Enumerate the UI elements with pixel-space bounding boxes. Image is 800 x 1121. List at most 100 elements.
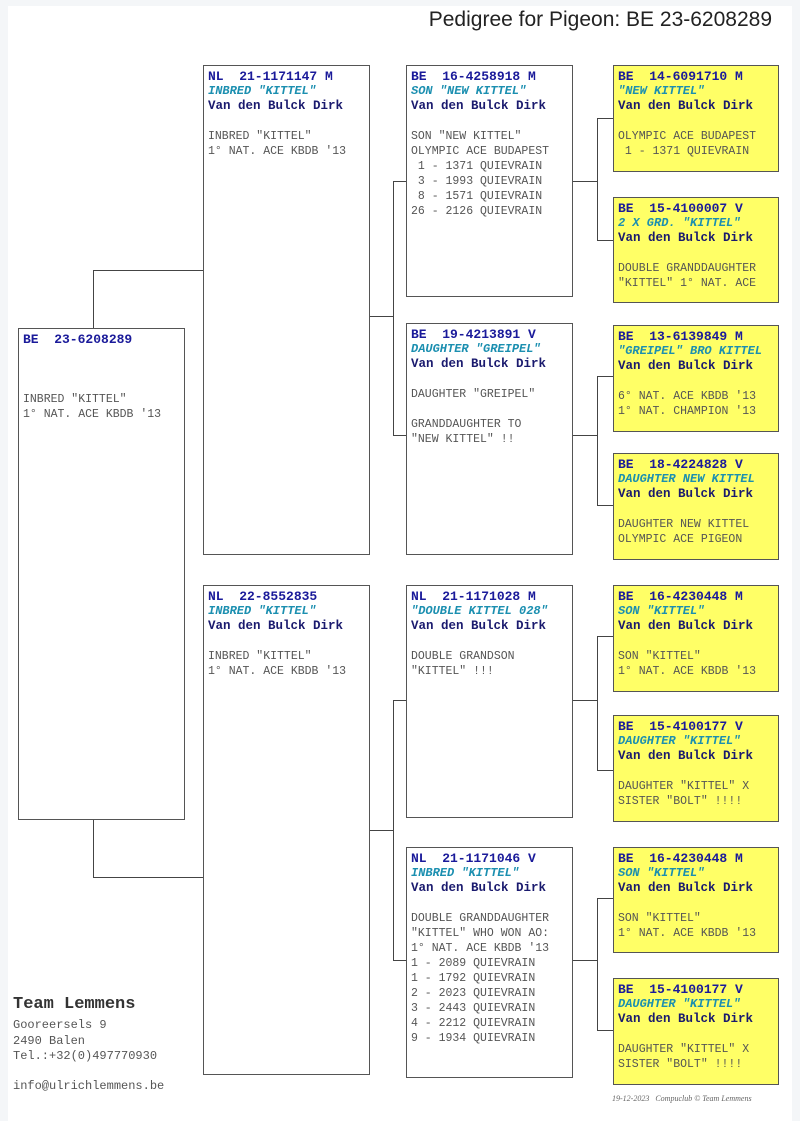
breeder-name: Van den Bulck Dirk — [411, 881, 547, 895]
ring-number: NL 21-1171147 M — [208, 69, 333, 84]
note-line: SISTER "BOLT" !!!! — [618, 1058, 743, 1071]
connector-line — [573, 960, 597, 961]
owner-phone: Tel.:+32(0)497770930 — [13, 1049, 158, 1063]
pigeon-name: SON "KITTEL" — [618, 866, 705, 880]
breeder-name: Van den Bulck Dirk — [411, 99, 547, 113]
owner-email: info@ulrichlemmens.be — [13, 1079, 165, 1093]
ring-number: BE 15-4100177 V — [618, 719, 743, 734]
connector-line — [597, 770, 613, 771]
connector-line — [393, 181, 406, 182]
note-line: 1° NAT. CHAMPION '13 — [618, 405, 757, 418]
breeder-name: Van den Bulck Dirk — [618, 487, 754, 501]
breeder-name: Van den Bulck Dirk — [411, 357, 547, 371]
note-line: 8 - 1571 QUIEVRAIN — [411, 190, 543, 203]
note-line: SON "KITTEL" — [618, 650, 701, 663]
note-line: 26 - 2126 QUIEVRAIN — [411, 205, 543, 218]
note-line: 3 - 1993 QUIEVRAIN — [411, 175, 543, 188]
pigeon-name: INBRED "KITTEL" — [411, 866, 520, 880]
note-line: INBRED "KITTEL" — [208, 130, 312, 143]
note-line: OLYMPIC ACE BUDAPEST — [618, 130, 757, 143]
connector-line — [393, 181, 394, 436]
note-line: GRANDDAUGHTER TO — [411, 418, 522, 431]
note-line: 1 - 1371 QUIEVRAIN — [411, 160, 543, 173]
breeder-name: Van den Bulck Dirk — [411, 619, 547, 633]
connector-line — [597, 898, 598, 1031]
note-line: OLYMPIC ACE PIGEON — [618, 533, 743, 546]
pigeon-name: "GREIPEL" BRO KITTEL — [618, 344, 763, 358]
note-line: 9 - 1934 QUIEVRAIN — [411, 1032, 536, 1045]
pigeon-notes: INBRED "KITTEL"1° NAT. ACE KBDB '13 — [208, 129, 365, 159]
pigeon-notes: SON "NEW KITTEL"OLYMPIC ACE BUDAPEST 1 -… — [411, 129, 568, 219]
connector-line — [573, 181, 597, 182]
note-line: SON "KITTEL" — [618, 912, 701, 925]
ring-number: BE 16-4230448 M — [618, 589, 743, 604]
connector-line — [370, 830, 393, 831]
breeder-name: Van den Bulck Dirk — [618, 881, 754, 895]
note-line: DAUGHTER "GREIPEL" — [411, 388, 536, 401]
note-line — [23, 377, 180, 392]
connector-line — [370, 316, 393, 317]
note-line: 1 - 1371 QUIEVRAIN — [618, 145, 750, 158]
note-line: 1° NAT. ACE KBDB '13 — [208, 665, 347, 678]
pigeon-name: DAUGHTER "GREIPEL" — [411, 342, 541, 356]
note-line: DOUBLE GRANDDAUGHTER — [618, 262, 757, 275]
breeder-name: Van den Bulck Dirk — [618, 359, 754, 373]
credit: Compuclub © Team Lemmens — [655, 1094, 752, 1103]
connector-line — [597, 118, 598, 241]
breeder-name: Van den Bulck Dirk — [618, 99, 754, 113]
connector-line — [93, 270, 203, 271]
note-line: INBRED "KITTEL" — [23, 393, 127, 406]
ring-number: BE 19-4213891 V — [411, 327, 536, 342]
pigeon-name: 2 X GRD. "KITTEL" — [618, 216, 741, 230]
grandparent-card[interactable]: NL 21-1171028 M"DOUBLE KITTEL 028"Van de… — [406, 585, 573, 818]
note-line: 4 - 2212 QUIEVRAIN — [411, 1017, 536, 1030]
pigeon-notes: INBRED "KITTEL"1° NAT. ACE KBDB '13 — [23, 362, 180, 422]
note-line: 1 - 1792 QUIEVRAIN — [411, 972, 536, 985]
connector-line — [573, 700, 597, 701]
note-line — [411, 402, 568, 417]
ring-number: NL 21-1171046 V — [411, 851, 536, 866]
connector-line — [93, 270, 94, 328]
note-line: 1° NAT. ACE KBDB '13 — [618, 927, 757, 940]
note-line: DOUBLE GRANDSON — [411, 650, 515, 663]
breeder-name: Van den Bulck Dirk — [208, 99, 344, 113]
pigeon-name: SON "KITTEL" — [618, 604, 705, 618]
note-line: "KITTEL" !!! — [411, 665, 494, 678]
team-name: Team Lemmens — [13, 995, 136, 1014]
pigeon-notes: INBRED "KITTEL"1° NAT. ACE KBDB '13 — [208, 649, 365, 679]
note-line: OLYMPIC ACE BUDAPEST — [411, 145, 550, 158]
note-line: DOUBLE GRANDDAUGHTER — [411, 912, 550, 925]
connector-line — [597, 636, 598, 771]
note-line: 3 - 2443 QUIEVRAIN — [411, 1002, 536, 1015]
pigeon-name: INBRED "KITTEL" — [208, 84, 317, 98]
note-line: 2 - 2023 QUIEVRAIN — [411, 987, 536, 1000]
ring-number: BE 15-4100007 V — [618, 201, 743, 216]
great-grandparent-card[interactable]: BE 14-6091710 M"NEW KITTEL"Van den Bulck… — [613, 65, 779, 172]
pigeon-name: "NEW KITTEL" — [618, 84, 705, 98]
ring-number: BE 23-6208289 — [23, 332, 133, 347]
connector-line — [597, 376, 598, 506]
connector-line — [597, 376, 613, 377]
connector-line — [93, 820, 94, 877]
pigeon-name: DAUGHTER "KITTEL" — [618, 734, 741, 748]
pigeon-notes: OLYMPIC ACE BUDAPEST 1 - 1371 QUIEVRAIN — [618, 129, 774, 159]
pigeon-name: DAUGHTER "KITTEL" — [618, 997, 741, 1011]
connector-line — [597, 505, 613, 506]
pigeon-notes: DOUBLE GRANDSON "KITTEL" !!! — [411, 649, 568, 679]
